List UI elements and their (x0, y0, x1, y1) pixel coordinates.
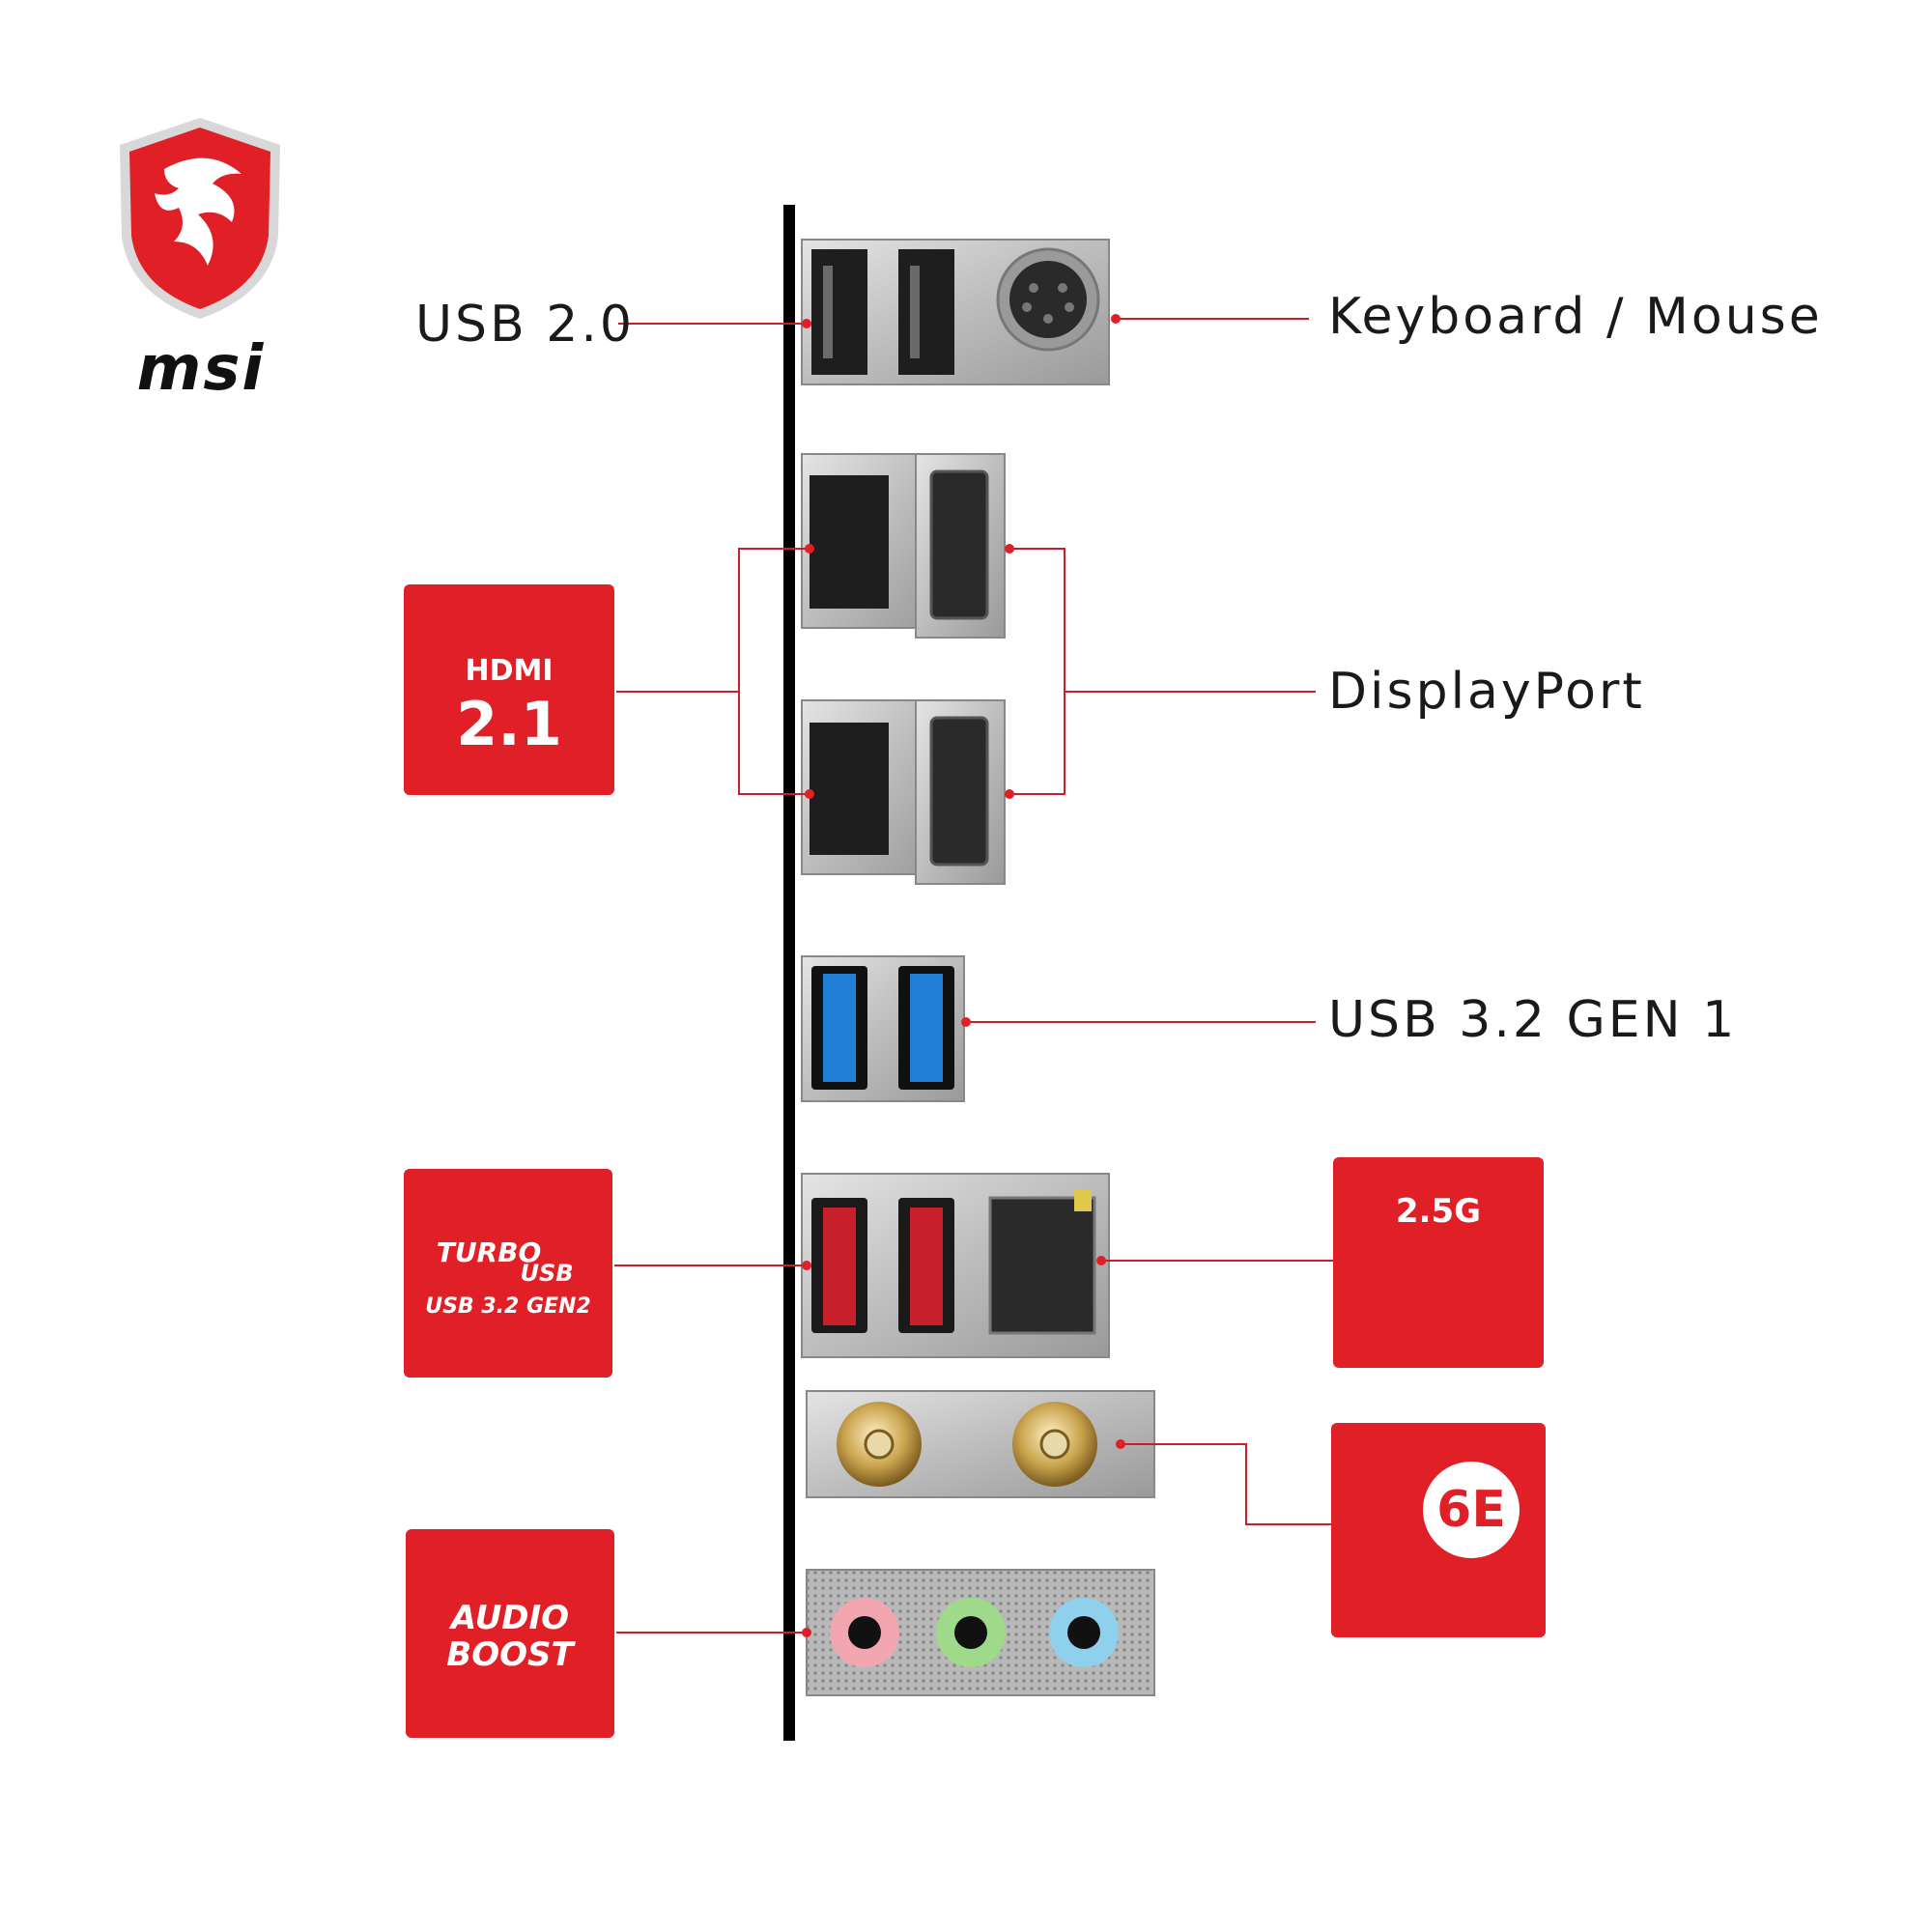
turbo-usb-line1: TURBO (436, 1236, 542, 1268)
wifi-antenna-block (806, 1390, 1155, 1498)
usb32-gen1-port-block (801, 955, 965, 1102)
hdmi-badge: HDMI 2.1 (404, 584, 614, 795)
audio-boost-line1: AUDIO (450, 1599, 570, 1637)
keyboard-mouse-label: Keyboard / Mouse (1328, 288, 1823, 346)
usb32-gen1-label: USB 3.2 GEN 1 (1328, 991, 1738, 1049)
turbo-usb-line3: USB 3.2 GEN2 (425, 1294, 591, 1319)
lan-speed: 2.5G (1395, 1192, 1482, 1231)
usb2-label: USB 2.0 (415, 296, 635, 354)
turbo-usb-badge: TURBO USB USB 3.2 GEN2 (404, 1169, 612, 1378)
hdmi-badge-version: 2.1 (456, 689, 562, 759)
callout-lines (614, 318, 1333, 1634)
usb32-gen2-lan-port-block (801, 1173, 1110, 1358)
audio-boost-line2: BOOST (446, 1635, 574, 1674)
wifi-badge: 6E (1331, 1423, 1546, 1637)
usb2-ps2-port-block (801, 239, 1110, 385)
msi-wordmark: msi (136, 333, 266, 405)
wifi-version: 6E (1423, 1462, 1520, 1558)
hdmi-badge-title: HDMI (465, 654, 554, 688)
msi-shield-logo (120, 118, 280, 319)
audio-boost-badge: AUDIO BOOST (406, 1529, 614, 1738)
audio-jack-block (806, 1569, 1155, 1696)
lan-badge: 2.5G (1333, 1157, 1544, 1368)
io-shield-bar (783, 205, 795, 1741)
hdmi-dp-port-block (801, 453, 1006, 885)
callout-dots (802, 314, 1125, 1637)
displayport-label: DisplayPort (1328, 663, 1645, 721)
turbo-usb-line2: USB (520, 1260, 574, 1287)
